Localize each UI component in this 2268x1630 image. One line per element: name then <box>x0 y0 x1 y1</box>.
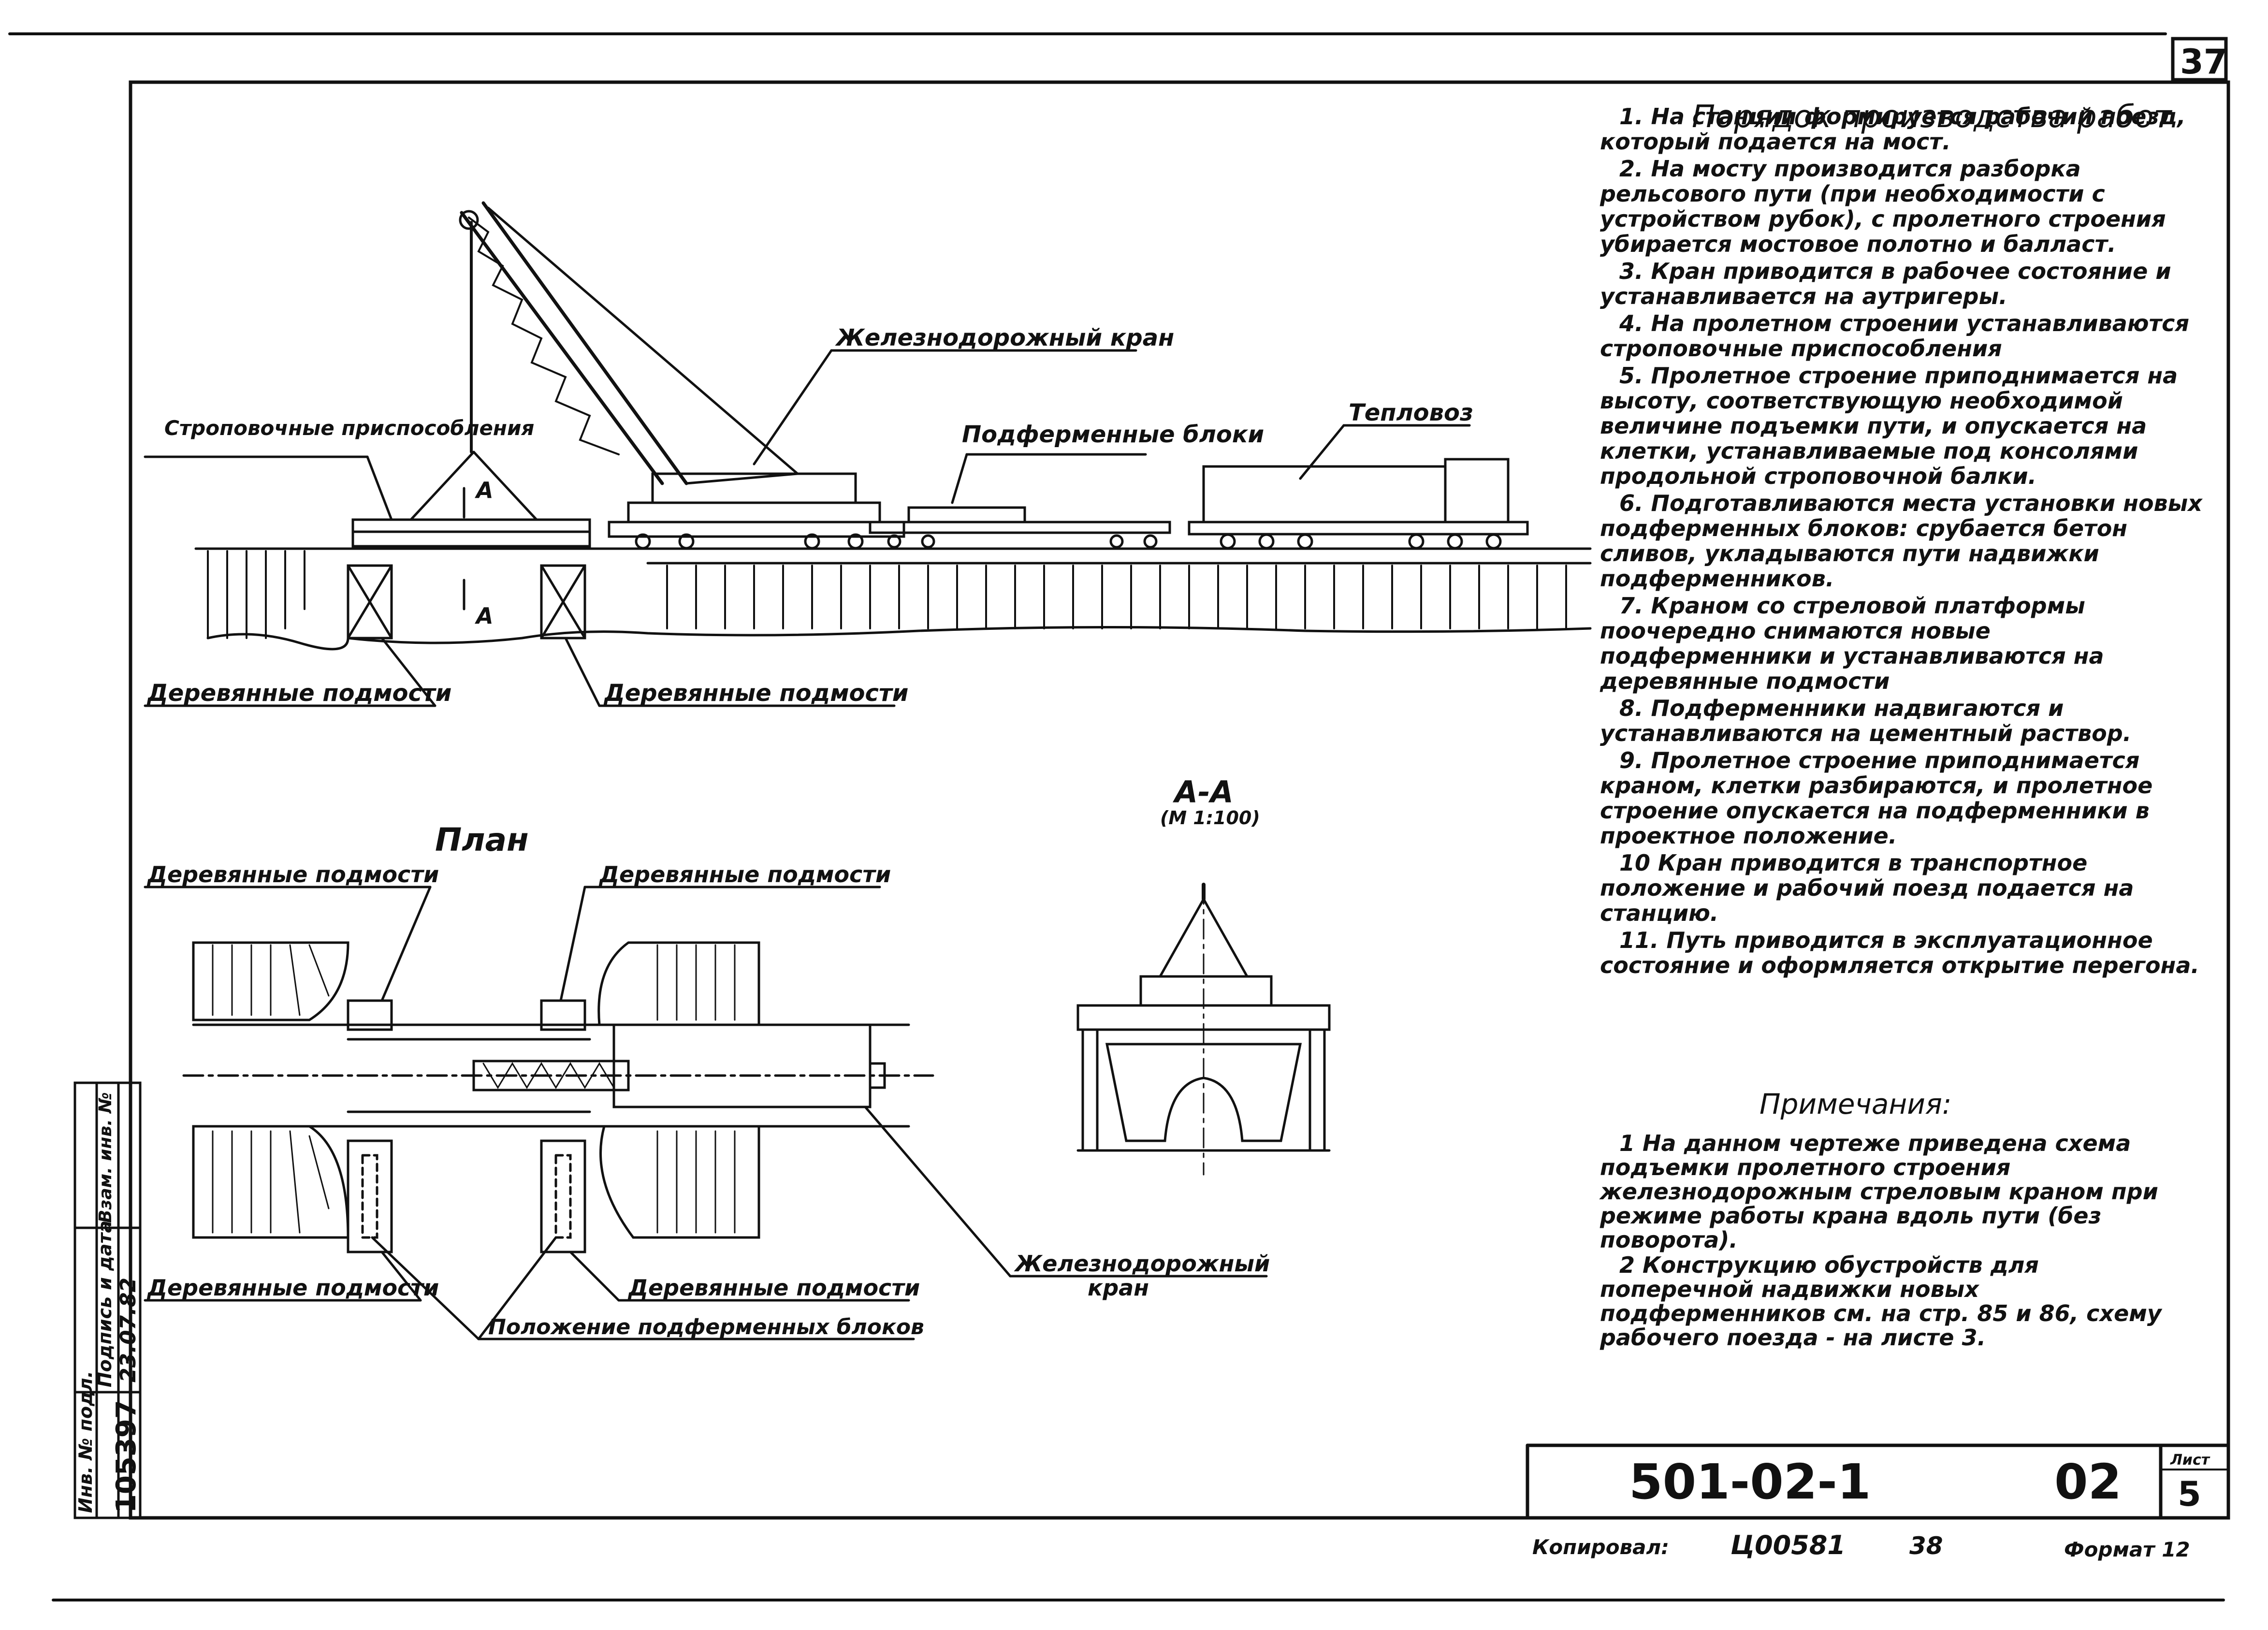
plan-scaffold-bl: Деревянные подмости <box>146 1275 439 1301</box>
stamp-replace-label: Взам. инв. № <box>96 1092 116 1223</box>
sheet-number: 37 <box>2180 42 2227 82</box>
plan-crane-label-1: Железнодорожный <box>1014 1251 1270 1277</box>
section-mark-bottom: А <box>475 603 494 629</box>
procedure-step: 1. На станции формируется рабочий поезд,… <box>1600 103 2186 155</box>
notes-list: 1 На данном чертеже приведена схема подъ… <box>1600 1131 2180 1351</box>
scaffold-right-label: Деревянные подмости <box>603 680 908 707</box>
procedure-step: 3. Кран приводится в рабочее состояние и… <box>1600 258 2171 309</box>
list-number: 5 <box>2178 1474 2201 1514</box>
crane-label: Железнодорожный кран <box>835 324 1174 351</box>
notes-title: Примечания: <box>1759 1088 1952 1121</box>
doc-code: 501-02-1 <box>1629 1454 1871 1510</box>
procedure-step: 7. Краном со стреловой платформы поочере… <box>1600 593 2104 694</box>
section-view <box>1076 883 1331 1176</box>
procedure-step: 9. Пролетное строение приподнимается кра… <box>1600 747 2153 849</box>
procedure-step: 2. На мосту производится разборка рельсо… <box>1600 156 2166 257</box>
copy-num: 38 <box>1909 1532 1943 1560</box>
plan-scaffold-tl: Деревянные подмости <box>146 861 439 888</box>
procedure-step: 4. На пролетном строении устанавливаются… <box>1600 310 2189 362</box>
sheet-number-box <box>2171 37 2228 82</box>
stamp-sign-label: Подпись и дата <box>94 1221 116 1387</box>
procedure-step: 5. Пролетное строение приподнимается на … <box>1600 363 2178 489</box>
note-item: 2 Конструкцию обустройств для поперечной… <box>1600 1252 2162 1351</box>
format-label: Формат 12 <box>2064 1538 2190 1561</box>
plan-title: План <box>435 821 529 859</box>
procedure-list: 1. На станции формируется рабочий поезд,… <box>1600 104 2209 980</box>
section-scale: (М 1:100) <box>1160 807 1260 829</box>
drawing-frame <box>129 80 2230 1520</box>
procedure-step: 11. Путь приводится в эксплуатационное с… <box>1600 927 2199 978</box>
copied-label: Копировал: <box>1532 1535 1669 1559</box>
loco-label: Тепловоз <box>1349 399 1473 426</box>
plan-scaffold-br: Деревянные подмости <box>627 1275 920 1301</box>
side-stamp <box>73 1081 142 1519</box>
issue-number: 02 <box>2054 1454 2122 1510</box>
plan-view <box>144 886 1268 1340</box>
copy-code: Ц00581 <box>1730 1530 1846 1560</box>
procedure-step: 6. Подготавливаются места установки новы… <box>1600 490 2202 592</box>
stamp-inv-label: Инв. № подл. <box>75 1371 96 1513</box>
stamp-sign-value: 23.07.82 <box>116 1278 141 1383</box>
section-title: А-А <box>1172 774 1234 810</box>
elevation-view <box>144 201 1592 707</box>
list-label: Лист <box>2170 1452 2210 1469</box>
plan-scaffold-tr: Деревянные подмости <box>598 861 891 888</box>
blocks-position-label: Положение подферменных блоков <box>488 1315 924 1339</box>
plan-crane-label-2: кран <box>1088 1275 1149 1301</box>
procedure-step: 8. Подферменники надвигаются и устанавли… <box>1600 695 2132 746</box>
scaffold-left-label: Деревянные подмости <box>146 680 451 707</box>
procedure-step: 10 Кран приводится в транспортное положе… <box>1600 850 2134 926</box>
blocks-label: Подферменные блоки <box>962 421 1264 448</box>
section-mark-top: А <box>475 477 494 503</box>
note-item: 1 На данном чертеже приведена схема подъ… <box>1600 1130 2158 1253</box>
procedure-title: Порядок производства работ <box>1692 99 2172 135</box>
stamp-inv-value: 105397 <box>111 1400 142 1513</box>
slings-label-line: Строповочные приспособления <box>164 416 534 440</box>
title-block <box>1526 1443 2230 1520</box>
